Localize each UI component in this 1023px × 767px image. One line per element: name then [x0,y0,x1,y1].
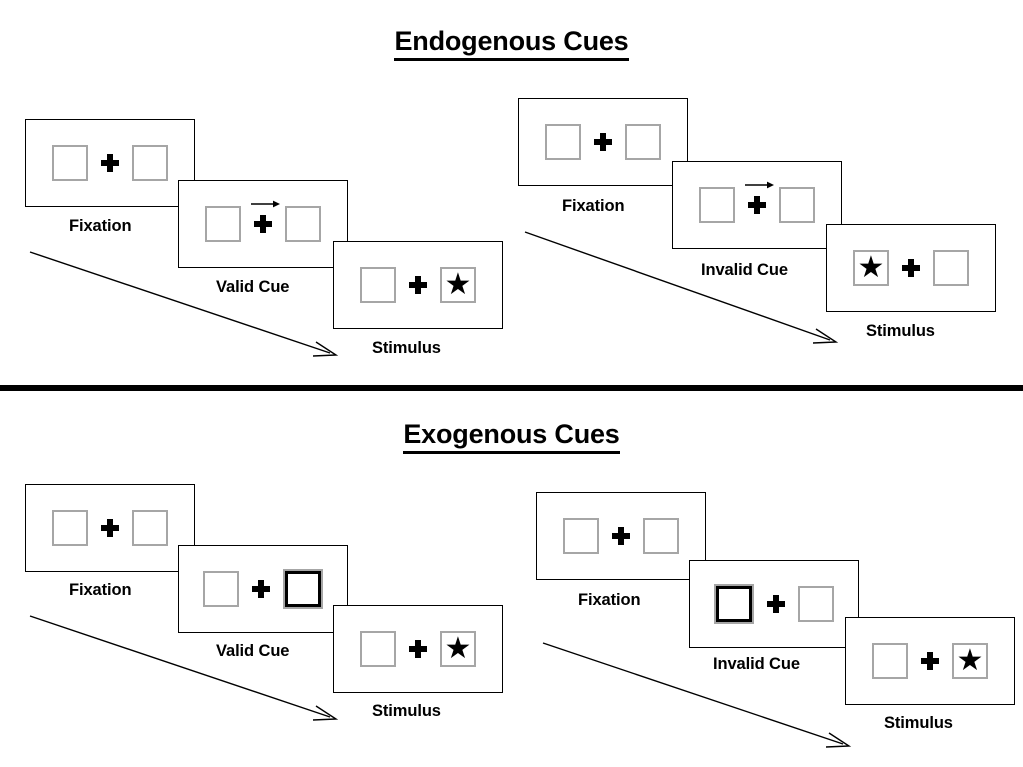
right-box [779,187,815,223]
time-flow-arrow-exogenous-valid [29,615,339,721]
right-box [643,518,679,554]
caption-exogenous-invalid-cue: Invalid Cue [713,655,800,673]
fixation-cross-icon [902,259,920,277]
stimulus-row: ★ [360,631,476,667]
panel-exogenous-invalid-stimulus: ★ [845,617,1015,705]
section-title-exogenous-text: Exogenous Cues [403,419,620,454]
stimulus-row [563,518,679,554]
fixation-cross-icon [252,580,270,598]
left-box-with-target: ★ [853,250,889,286]
stimulus-row [545,124,661,160]
panel-content [26,485,194,571]
panel-exogenous-invalid-fixation [536,492,706,580]
right-box-with-target: ★ [952,643,988,679]
stimulus-row [52,510,168,546]
fixation-cross-icon [101,154,119,172]
time-flow-arrow-endogenous-invalid [524,231,839,344]
right-box-with-target: ★ [440,631,476,667]
fixation-cross-icon [745,181,774,214]
panel-content [26,120,194,206]
star-icon: ★ [444,268,472,301]
section-title-endogenous: Endogenous Cues [0,26,1023,61]
fixation-cross-icon [612,527,630,545]
fixation-cross-icon [409,276,427,294]
left-box [205,206,241,242]
right-box [625,124,661,160]
star-icon: ★ [444,632,472,665]
stimulus-row [203,569,323,609]
caption-endogenous-invalid-fixation: Fixation [562,197,625,215]
stimulus-row: ★ [360,267,476,303]
panel-endogenous-valid-stimulus: ★ [333,241,503,329]
time-flow-arrow-endogenous-valid [29,251,339,357]
section-divider [0,385,1023,391]
right-box-with-target: ★ [440,267,476,303]
fixation-cross-icon [101,519,119,537]
panel-content [537,493,705,579]
stimulus-row: ★ [853,250,969,286]
left-box [52,510,88,546]
right-arrow-icon [251,200,280,208]
right-box [285,206,321,242]
stimulus-row: ★ [872,643,988,679]
panel-endogenous-valid-cue [178,180,348,268]
section-title-exogenous: Exogenous Cues [0,419,1023,454]
left-box [872,643,908,679]
panel-content: ★ [827,225,995,311]
right-box [798,586,834,622]
panel-content [673,162,841,248]
left-box [360,631,396,667]
fixation-cross-icon [921,652,939,670]
left-box [563,518,599,554]
star-icon: ★ [956,644,984,677]
left-box [360,267,396,303]
panel-exogenous-valid-fixation [25,484,195,572]
caption-exogenous-valid-stimulus: Stimulus [372,702,441,720]
caption-endogenous-invalid-stimulus: Stimulus [866,322,935,340]
panel-content: ★ [334,606,502,692]
fixation-cross-icon [767,595,785,613]
panel-content: ★ [334,242,502,328]
left-box-cued [714,584,754,624]
right-box [132,145,168,181]
caption-exogenous-valid-cue: Valid Cue [216,642,290,660]
caption-exogenous-valid-fixation: Fixation [69,581,132,599]
panel-exogenous-valid-cue [178,545,348,633]
panel-endogenous-invalid-stimulus: ★ [826,224,996,312]
fixation-cross-icon [594,133,612,151]
stimulus-row [205,200,321,242]
caption-endogenous-valid-stimulus: Stimulus [372,339,441,357]
panel-content: ★ [846,618,1014,704]
panel-endogenous-valid-fixation [25,119,195,207]
fixation-cross-icon [251,200,280,233]
right-box [933,250,969,286]
caption-endogenous-valid-cue: Valid Cue [216,278,290,296]
fixation-cross-icon [409,640,427,658]
caption-endogenous-valid-fixation: Fixation [69,217,132,235]
left-box [545,124,581,160]
caption-endogenous-invalid-cue: Invalid Cue [701,261,788,279]
stimulus-row [714,584,834,624]
right-arrow-icon [745,181,774,189]
panel-endogenous-invalid-fixation [518,98,688,186]
stimulus-row [699,181,815,223]
caption-exogenous-invalid-stimulus: Stimulus [884,714,953,732]
panel-exogenous-valid-stimulus: ★ [333,605,503,693]
panel-exogenous-invalid-cue [689,560,859,648]
caption-exogenous-invalid-fixation: Fixation [578,591,641,609]
left-box [203,571,239,607]
time-flow-arrow-exogenous-invalid [542,642,852,748]
right-box [132,510,168,546]
stimulus-row [52,145,168,181]
panel-content [690,561,858,647]
right-box-cued [283,569,323,609]
star-icon: ★ [857,251,885,284]
left-box [699,187,735,223]
left-box [52,145,88,181]
section-title-endogenous-text: Endogenous Cues [394,26,629,61]
panel-content [519,99,687,185]
panel-content [179,546,347,632]
panel-endogenous-invalid-cue [672,161,842,249]
